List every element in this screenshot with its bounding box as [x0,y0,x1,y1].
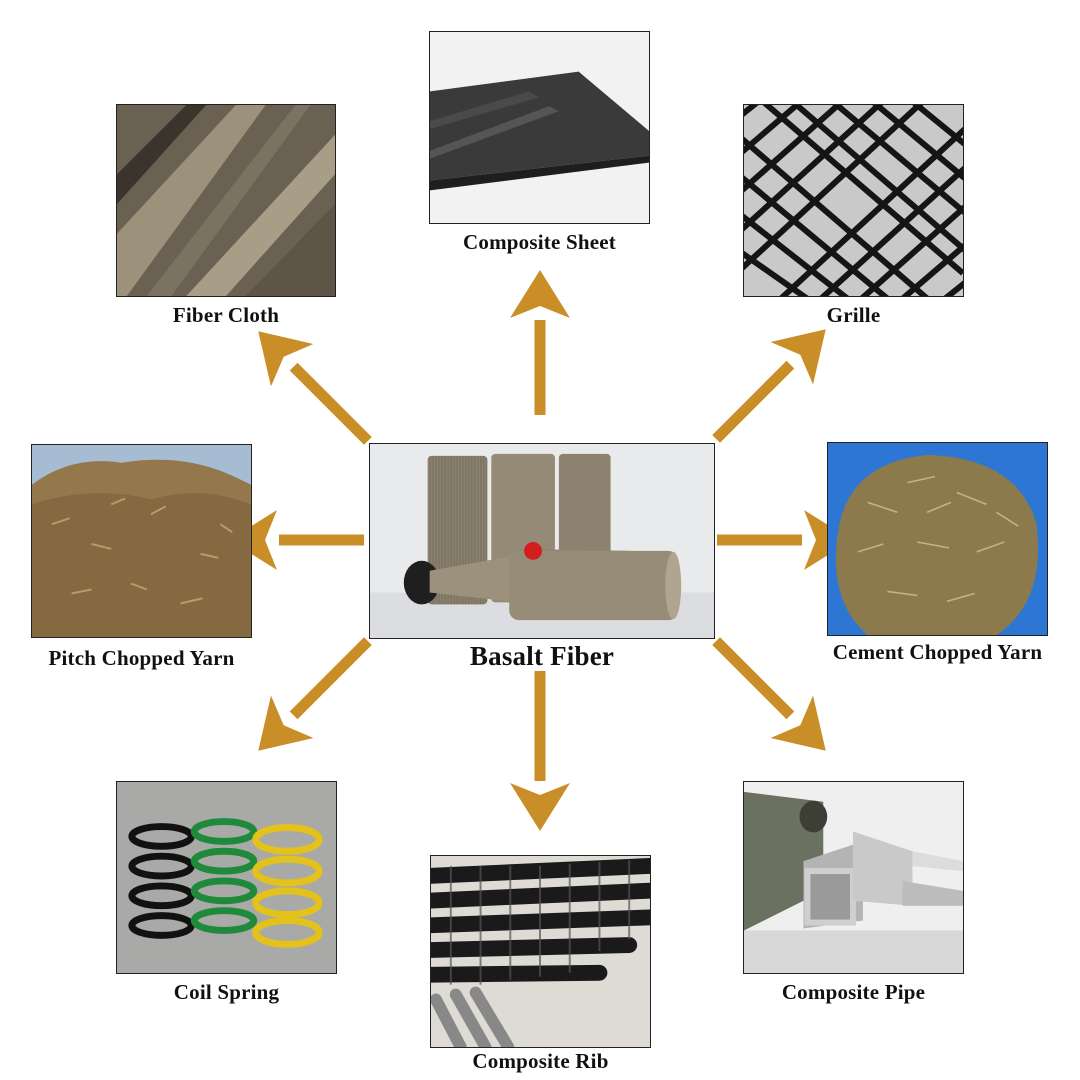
composite-sheet-label: Composite Sheet [463,230,616,254]
center-label: Basalt Fiber [469,641,615,671]
arrow-to-composite-pipe [712,637,826,751]
coil-spring-photo [116,781,337,974]
pitch-chopped-yarn-photo [31,444,252,638]
composite-sheet-photo [429,31,650,224]
arrow-to-pitch-chopped-yarn [229,510,364,570]
composite-rib-photo [430,855,651,1048]
grille-photo [743,104,964,297]
grille-label: Grille [826,303,881,327]
fiber-cloth-photo [116,104,336,297]
composite-pipe-label: Composite Pipe [781,980,926,1004]
arrow-to-grille [712,329,826,443]
composite-pipe-photo [743,781,964,974]
composite-rib-label: Composite Rib [472,1049,609,1073]
pitch-chopped-yarn-label: Pitch Chopped Yarn [48,646,235,670]
cement-chopped-yarn-label: Cement Chopped Yarn [832,640,1043,664]
coil-spring-label: Coil Spring [173,980,280,1004]
arrow-to-composite-rib [510,671,570,831]
arrow-to-coil-spring [258,637,372,751]
fiber-cloth-label: Fiber Cloth [172,303,280,327]
arrow-to-cement-chopped-yarn [717,510,852,570]
arrow-to-composite-sheet [510,270,570,415]
basalt-fiber-photo [369,443,715,639]
arrow-to-fiber-cloth [258,331,372,445]
cement-chopped-yarn-photo [827,442,1048,636]
